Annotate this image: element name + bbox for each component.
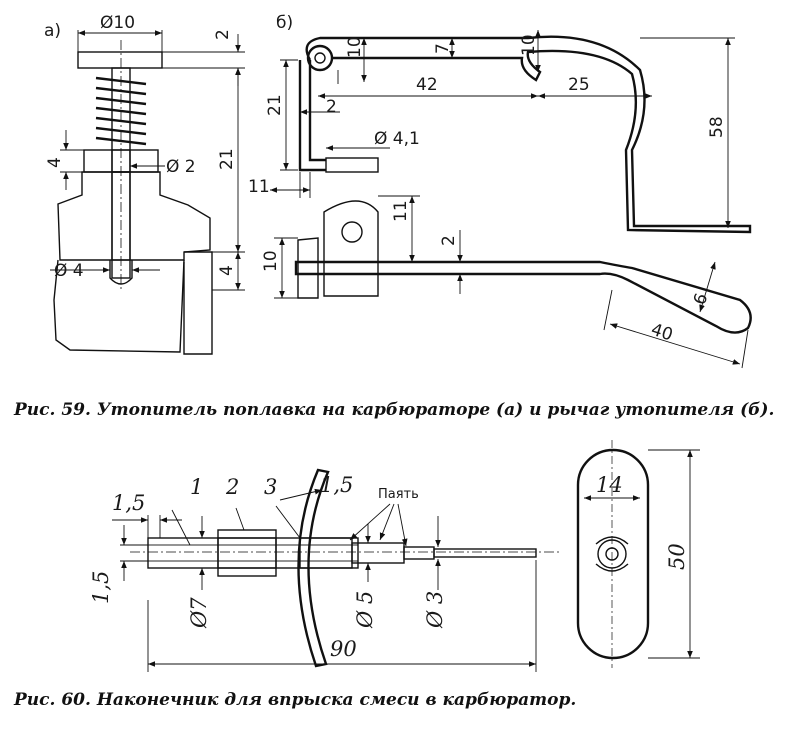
fig59b-lever [270,30,752,369]
dim-a-t2: 2 [213,29,233,40]
fig59a-label: а) [44,21,61,41]
dim-b-w2: 2 [439,235,459,246]
dim-60-d3: Ø 3 [423,591,447,629]
part-2-label: 2 [225,475,239,499]
dim-60-t15c: 1,5 [320,473,353,497]
dim-60-h50: 50 [665,543,689,570]
part-1-label: 1 [190,475,203,499]
dim-b-10b: 10 [519,34,539,56]
dim-60-l90: 90 [330,637,357,661]
dim-b-58: 58 [707,116,727,138]
fig60-nozzle [112,440,700,672]
dim-b-21: 21 [265,94,285,116]
caption-fig60: Рис. 60. Наконечник для впрыска смеси в … [14,690,577,710]
dim-b-d41: Ø 4,1 [374,129,420,149]
dim-b-42: 42 [416,75,438,95]
dim-60-d5: Ø 5 [353,591,377,629]
dim-b-7: 7 [433,43,453,54]
dim-b-w6: 6 [690,291,712,308]
dim-a-d10: Ø10 [100,13,135,33]
dim-b-h10: 10 [261,250,281,272]
dim-a-d4: Ø 4 [54,261,84,281]
dim-60-t15a: 1,5 [112,491,145,515]
dim-60-w14: 14 [596,473,623,497]
dim-b-10: 10 [345,36,365,58]
dim-a-h21: 21 [217,148,237,170]
dim-b-2: 2 [326,97,337,117]
dim-a-d2: Ø 2 [166,157,196,177]
caption-fig59: Рис. 59. Утопитель поплавка на карбюрато… [14,400,775,420]
dim-b-25: 25 [568,75,590,95]
fig59b-label: б) [276,13,293,33]
dim-a-h4: 4 [45,157,65,168]
part-3-label: 3 [264,475,277,499]
fig59a-float-plunger [50,30,245,355]
dim-60-d7: Ø7 [187,597,211,629]
solder-label: Паять [378,487,419,502]
dim-a-b4: 4 [217,265,237,276]
dim-b-l40: 40 [648,320,675,346]
dim-b-11v: 11 [391,200,411,222]
dim-b-11: 11 [248,177,270,197]
dim-60-t15b: 1,5 [89,571,113,604]
